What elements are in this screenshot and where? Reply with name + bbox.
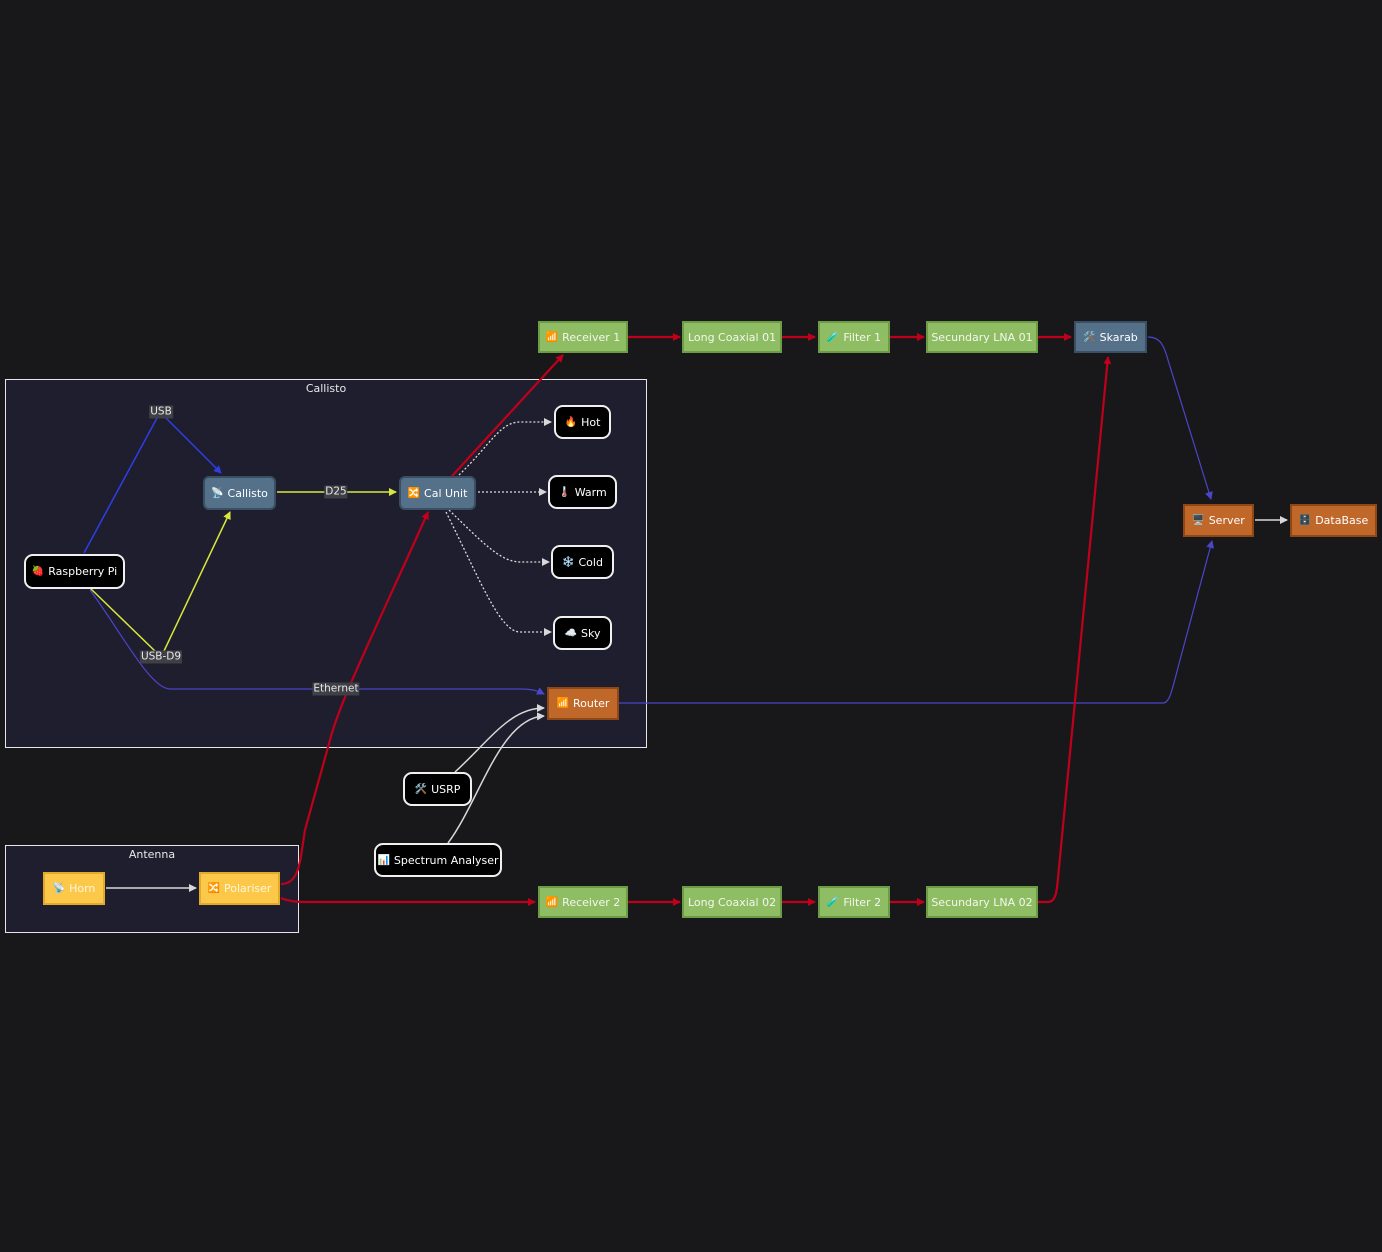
file-cabinet-icon: 🗄️ xyxy=(1298,515,1312,526)
node-receiver-1[interactable]: 📶 Receiver 1 xyxy=(538,321,628,353)
edge-usrp-router xyxy=(454,704,545,773)
edge-label-ethernet: Ethernet xyxy=(312,682,360,696)
node-secundary-lna-02-label: Secundary LNA 02 xyxy=(931,895,1033,909)
edge-raspberrypi-usb xyxy=(83,417,158,554)
tools-icon: 🛠️ xyxy=(414,783,428,795)
node-server-label: Server xyxy=(1208,514,1245,527)
cloud-icon: ☁️ xyxy=(564,627,577,639)
fire-icon: 🔥 xyxy=(564,416,578,428)
edge-skarab-server xyxy=(1147,336,1213,500)
node-secundary-lna-02[interactable]: Secundary LNA 02 xyxy=(926,886,1038,918)
node-filter-2-label: Filter 2 xyxy=(843,895,882,909)
edge-calunit-sky xyxy=(445,511,552,636)
test-tube-icon: 🧪 xyxy=(826,331,840,343)
node-router-label: Router xyxy=(572,697,610,710)
cluster-antenna-title: Antenna xyxy=(128,848,176,861)
node-cal-unit[interactable]: 🔀 Cal Unit xyxy=(399,476,476,510)
edge-spectrum-router xyxy=(447,712,545,844)
node-cold[interactable]: ❄️ Cold xyxy=(551,545,614,579)
signal-bars-icon: 📶 xyxy=(545,331,559,343)
edge-lna02-skarab xyxy=(1038,356,1112,904)
node-receiver-2-label: Receiver 2 xyxy=(562,895,621,909)
satellite-dish-icon: 📡 xyxy=(52,883,66,894)
node-filter-1[interactable]: 🧪 Filter 1 xyxy=(818,321,890,353)
node-cal-unit-label: Cal Unit xyxy=(424,486,468,500)
node-long-coaxial-02[interactable]: Long Coaxial 02 xyxy=(682,886,782,918)
node-secundary-lna-01[interactable]: Secundary LNA 01 xyxy=(926,321,1038,353)
node-usrp[interactable]: 🛠️ USRP xyxy=(403,772,472,806)
node-warm[interactable]: 🌡️ Warm xyxy=(548,475,617,509)
bar-chart-icon: 📊 xyxy=(377,854,390,866)
signal-bars-icon: 📶 xyxy=(556,698,569,709)
test-tube-icon: 🧪 xyxy=(826,896,840,908)
edge-calunit-receiver1 xyxy=(451,354,564,477)
node-usrp-label: USRP xyxy=(431,782,461,796)
node-filter-2[interactable]: 🧪 Filter 2 xyxy=(818,886,890,918)
node-polariser[interactable]: 🔀 Polariser xyxy=(199,872,280,905)
node-skarab[interactable]: 🛠️ Skarab xyxy=(1074,321,1147,353)
edge-calunit-hot xyxy=(458,418,552,476)
tools-icon: 🛠️ xyxy=(1083,331,1096,343)
monitor-icon: 🖥️ xyxy=(1192,515,1205,526)
node-cold-label: Cold xyxy=(578,555,603,569)
satellite-dish-icon: 📡 xyxy=(211,487,224,499)
node-horn-label: Horn xyxy=(69,882,96,895)
node-hot[interactable]: 🔥 Hot xyxy=(554,405,611,439)
node-raspberry-pi-label: Raspberry Pi xyxy=(48,565,118,578)
edge-raspberrypi-router xyxy=(89,589,545,695)
edge-polariser-receiver2 xyxy=(280,896,536,906)
node-database[interactable]: 🗄️ DataBase xyxy=(1290,504,1377,537)
node-receiver-1-label: Receiver 1 xyxy=(562,330,621,344)
node-hot-label: Hot xyxy=(581,415,601,429)
node-callisto-label: Callisto xyxy=(227,486,268,500)
thermometer-icon: 🌡️ xyxy=(558,486,571,498)
node-sky-label: Sky xyxy=(580,626,601,640)
snowflake-icon: ❄️ xyxy=(562,556,575,568)
edge-label-d25: D25 xyxy=(324,485,348,499)
node-polariser-label: Polariser xyxy=(224,882,272,895)
edge-raspberrypi-usbd9 xyxy=(89,587,157,653)
node-skarab-label: Skarab xyxy=(1099,330,1138,344)
strawberry-icon: 🍓 xyxy=(31,566,45,577)
node-callisto[interactable]: 📡 Callisto xyxy=(203,476,276,510)
node-router[interactable]: 📶 Router xyxy=(547,687,619,720)
node-horn[interactable]: 📡 Horn xyxy=(43,872,105,905)
node-long-coaxial-02-label: Long Coaxial 02 xyxy=(687,895,777,909)
node-secundary-lna-01-label: Secundary LNA 01 xyxy=(931,330,1033,344)
node-long-coaxial-01[interactable]: Long Coaxial 01 xyxy=(682,321,782,353)
edge-router-server xyxy=(619,540,1215,704)
edge-usb-callisto xyxy=(165,417,222,474)
edge-label-usb-d9: USB-D9 xyxy=(139,650,183,664)
node-server[interactable]: 🖥️ Server xyxy=(1183,504,1254,537)
node-warm-label: Warm xyxy=(574,485,607,499)
node-spectrum-analyser[interactable]: 📊 Spectrum Analyser xyxy=(374,843,502,877)
signal-bars-icon: 📶 xyxy=(545,896,559,908)
node-database-label: DataBase xyxy=(1315,514,1369,527)
node-raspberry-pi[interactable]: 🍓 Raspberry Pi xyxy=(24,554,125,589)
node-spectrum-analyser-label: Spectrum Analyser xyxy=(393,853,499,867)
edge-label-usb: USB xyxy=(149,405,173,419)
shuffle-icon: 🔀 xyxy=(207,883,221,894)
edge-calunit-cold xyxy=(448,509,550,566)
shuffle-icon: 🔀 xyxy=(407,487,421,499)
edge-polariser-calunit xyxy=(280,511,430,886)
node-long-coaxial-01-label: Long Coaxial 01 xyxy=(687,330,777,344)
node-receiver-2[interactable]: 📶 Receiver 2 xyxy=(538,886,628,918)
node-filter-1-label: Filter 1 xyxy=(843,330,882,344)
edge-usbd9-callisto xyxy=(163,511,231,652)
node-sky[interactable]: ☁️ Sky xyxy=(553,616,612,650)
cluster-callisto-title: Callisto xyxy=(305,382,347,395)
